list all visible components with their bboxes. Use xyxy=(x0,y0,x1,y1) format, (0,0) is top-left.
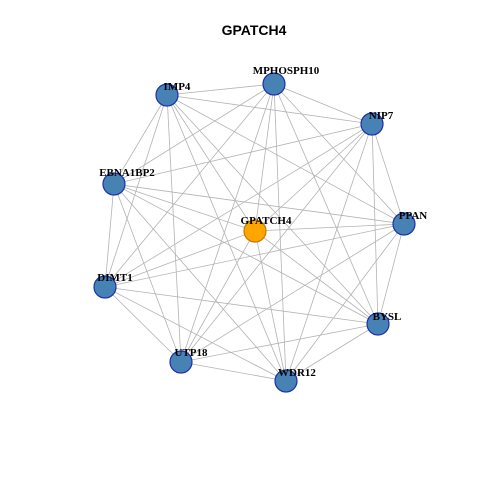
edge-imp4-bysl xyxy=(166,94,379,325)
edge-gpatch4-ebna1bp2 xyxy=(113,183,256,232)
nodes-layer xyxy=(93,72,416,393)
edge-imp4-ebna1bp2 xyxy=(113,94,168,185)
node-label-dimt1: DIMT1 xyxy=(97,272,132,284)
edge-mphosph10-ebna1bp2 xyxy=(113,83,275,185)
node-dimt1[interactable] xyxy=(93,275,117,299)
edge-nip7-wdr12 xyxy=(285,123,373,382)
edge-mphosph10-wdr12 xyxy=(273,83,287,382)
node-label-wdr12: WDR12 xyxy=(278,367,316,379)
edge-imp4-wdr12 xyxy=(166,94,287,382)
node-utp18[interactable] xyxy=(169,350,193,374)
edge-bysl-wdr12 xyxy=(285,323,379,382)
node-label-ppan: PPAN xyxy=(399,210,428,222)
node-label-gpatch4: GPATCH4 xyxy=(241,215,292,227)
node-label-nip7: NIP7 xyxy=(369,110,394,122)
node-label-imp4: IMP4 xyxy=(164,81,191,93)
node-label-utp18: UTP18 xyxy=(175,347,209,359)
edge-mphosph10-bysl xyxy=(273,83,379,325)
edge-ebna1bp2-dimt1 xyxy=(104,183,115,288)
node-gpatch4[interactable] xyxy=(243,219,267,243)
edge-nip7-utp18 xyxy=(180,123,373,363)
edge-dimt1-wdr12 xyxy=(104,286,287,382)
edge-dimt1-bysl xyxy=(104,286,379,325)
edge-mphosph10-nip7 xyxy=(273,83,373,125)
edge-mphosph10-dimt1 xyxy=(104,83,275,288)
edge-ebna1bp2-ppan xyxy=(113,183,405,225)
edge-nip7-ppan xyxy=(371,123,405,225)
node-wdr12[interactable] xyxy=(274,369,298,393)
edge-mphosph10-ppan xyxy=(273,83,405,225)
edge-mphosph10-imp4 xyxy=(166,83,275,96)
edge-nip7-dimt1 xyxy=(104,123,373,288)
edge-ebna1bp2-utp18 xyxy=(113,183,182,363)
node-bysl[interactable] xyxy=(366,312,390,336)
edge-ebna1bp2-wdr12 xyxy=(113,183,287,382)
edge-utp18-wdr12 xyxy=(180,361,287,382)
edge-ppan-utp18 xyxy=(180,223,405,363)
node-label-mphosph10: MPHOSPH10 xyxy=(253,65,320,77)
edge-gpatch4-wdr12 xyxy=(254,230,287,382)
edge-gpatch4-imp4 xyxy=(166,94,256,232)
edge-imp4-nip7 xyxy=(166,94,373,125)
node-ppan[interactable] xyxy=(392,212,416,236)
node-label-bysl: BYSL xyxy=(373,311,402,323)
edge-ppan-bysl xyxy=(377,223,405,325)
node-nip7[interactable] xyxy=(360,112,384,136)
edge-ppan-dimt1 xyxy=(104,223,405,288)
edge-nip7-bysl xyxy=(371,123,379,325)
edge-imp4-utp18 xyxy=(166,94,182,363)
edge-bysl-utp18 xyxy=(180,323,379,363)
edge-imp4-dimt1 xyxy=(104,94,168,288)
edge-dimt1-utp18 xyxy=(104,286,182,363)
edge-gpatch4-bysl xyxy=(254,230,379,325)
edge-ebna1bp2-bysl xyxy=(113,183,379,325)
node-ebna1bp2[interactable] xyxy=(102,172,126,196)
graph-title: GPATCH4 xyxy=(222,22,287,38)
edge-gpatch4-nip7 xyxy=(254,123,373,232)
edge-imp4-ppan xyxy=(166,94,405,225)
node-label-ebna1bp2: EBNA1BP2 xyxy=(99,167,155,179)
node-mphosph10[interactable] xyxy=(262,72,286,96)
edge-nip7-ebna1bp2 xyxy=(113,123,373,185)
edge-mphosph10-utp18 xyxy=(180,83,275,363)
edges-layer xyxy=(104,83,405,382)
edge-ppan-wdr12 xyxy=(285,223,405,382)
node-imp4[interactable] xyxy=(155,83,179,107)
edge-gpatch4-utp18 xyxy=(180,230,256,363)
edge-gpatch4-mphosph10 xyxy=(254,83,275,232)
